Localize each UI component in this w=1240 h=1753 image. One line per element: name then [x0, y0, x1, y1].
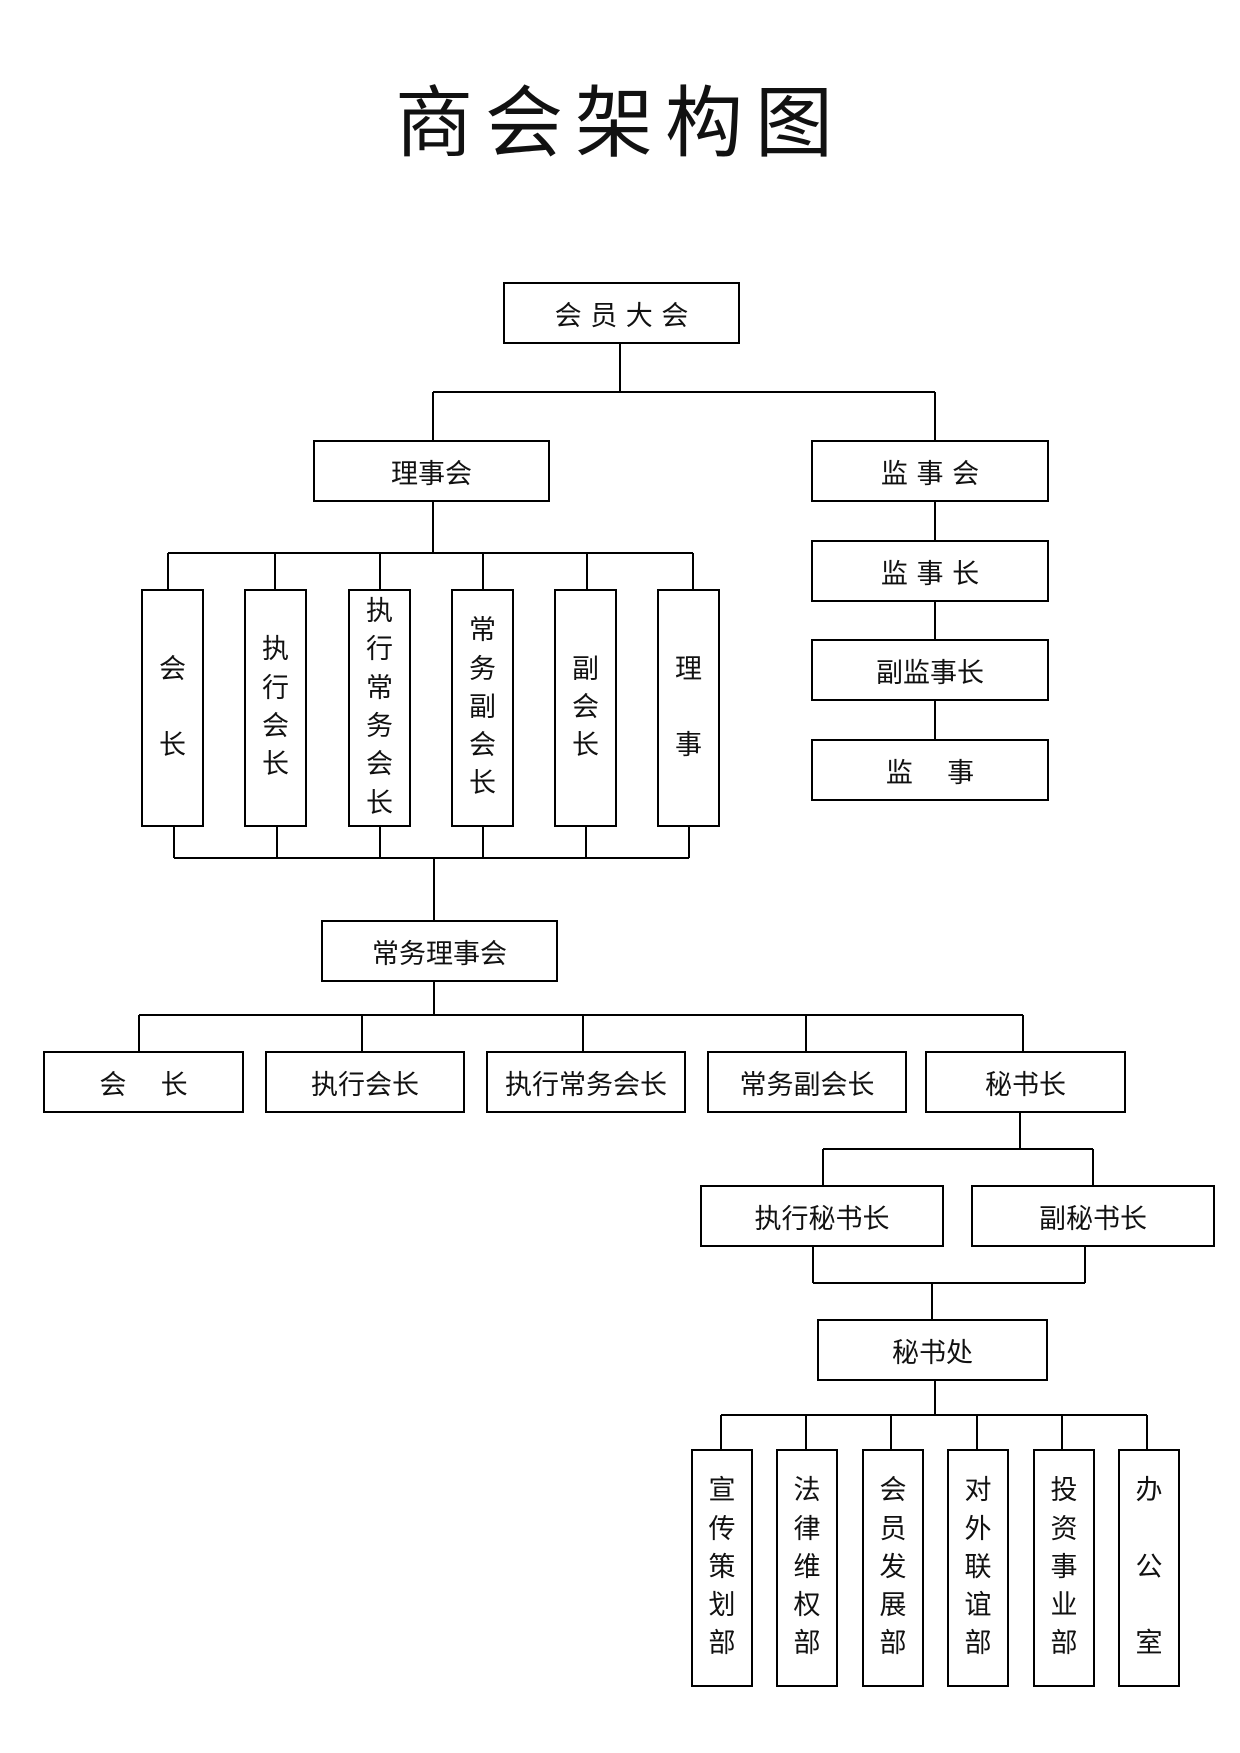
node-deputy-secretary-general: 副秘书长	[971, 1185, 1215, 1247]
page-title: 商会架构图	[394, 79, 845, 169]
node-department: 宣 传 策 划 部	[691, 1449, 753, 1687]
node-department: 法 律 维 权 部	[776, 1449, 838, 1687]
node-board-member: 执 行 会 长	[244, 589, 307, 827]
node-board-member: 常 务 副 会 长	[451, 589, 514, 827]
node-department: 对 外 联 谊 部	[947, 1449, 1009, 1687]
node-vice-chief-supervisor: 副监事长	[811, 639, 1049, 701]
node-board-of-directors: 理事会	[313, 440, 550, 502]
node-department: 投 资 事 业 部	[1033, 1449, 1095, 1687]
node-department: 会 员 发 展 部	[862, 1449, 924, 1687]
node-members-assembly: 会 员 大 会	[503, 282, 740, 344]
node-executive-secretary-general: 执行秘书长	[700, 1185, 944, 1247]
node-standing-member: 会 长	[43, 1051, 244, 1113]
node-supervisor: 监 事	[811, 739, 1049, 801]
node-board-member: 副 会 长	[554, 589, 617, 827]
node-board-member: 执 行 常 务 会 长	[348, 589, 411, 827]
node-standing-member: 常务副会长	[707, 1051, 907, 1113]
node-standing-council: 常务理事会	[321, 920, 558, 982]
node-board-member: 会 长	[141, 589, 204, 827]
node-secretariat: 秘书处	[817, 1319, 1048, 1381]
node-standing-member: 执行常务会长	[486, 1051, 686, 1113]
node-secretary-general: 秘书长	[925, 1051, 1126, 1113]
node-board-of-supervisors: 监 事 会	[811, 440, 1049, 502]
node-chief-supervisor: 监 事 长	[811, 540, 1049, 602]
node-standing-member: 执行会长	[265, 1051, 465, 1113]
node-board-member: 理 事	[657, 589, 720, 827]
node-department: 办 公 室	[1118, 1449, 1180, 1687]
